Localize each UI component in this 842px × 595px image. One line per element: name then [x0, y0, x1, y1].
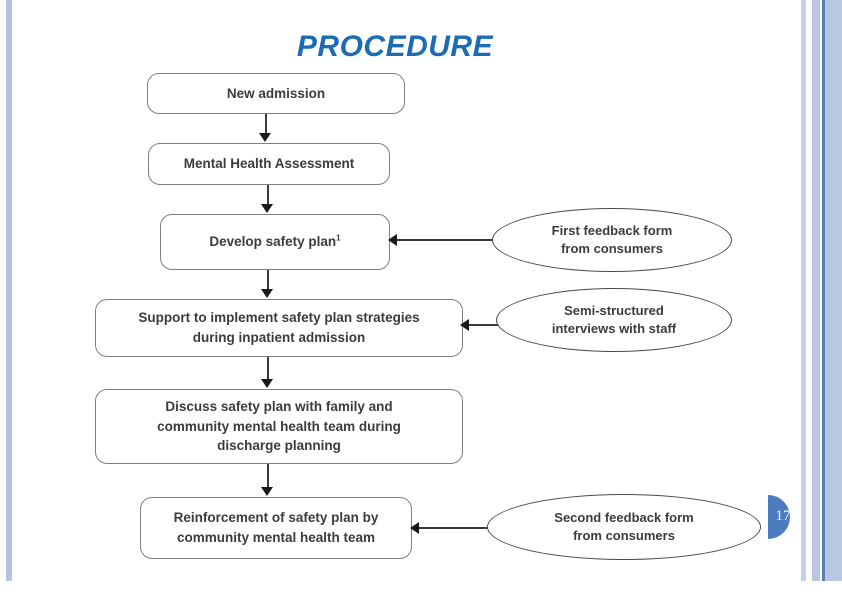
ellipse-label: First feedback form from consumers: [552, 222, 673, 258]
process-box-line-1: Support to implement safety plan strateg…: [138, 310, 420, 326]
process-box-line-1: Discuss safety plan with family and: [165, 399, 393, 415]
right-accent-strip-3: [822, 0, 825, 581]
connector-line-3: [267, 270, 269, 292]
process-box-line-3: discharge planning: [217, 438, 341, 454]
ellipse-line-2: from consumers: [561, 241, 663, 256]
process-box-reinforcement: Reinforcement of safety plan by communit…: [140, 497, 412, 559]
right-accent-strip-2: [812, 0, 820, 581]
connector-arrowhead-5: [261, 487, 273, 496]
process-box-line-1: Reinforcement of safety plan by: [173, 510, 379, 526]
process-box-mental-health-assessment: Mental Health Assessment: [148, 143, 390, 185]
left-accent-strip: [6, 0, 12, 581]
ellipse-line-2: interviews with staff: [551, 321, 677, 336]
connector-arrowhead-3: [261, 289, 273, 298]
connector-arrowhead-4: [261, 379, 273, 388]
connector-line-interviews: [468, 324, 498, 326]
ellipse-semi-structured-interviews: Semi-structured interviews with staff: [496, 288, 732, 352]
process-box-label: Develop safety plan1: [209, 232, 340, 252]
connector-line-feedback2: [418, 527, 490, 529]
process-box-develop-safety-plan: Develop safety plan1: [160, 214, 390, 270]
process-box-label: Mental Health Assessment: [183, 156, 355, 172]
page-number-badge: [768, 495, 790, 539]
process-box-discuss-safety-plan: Discuss safety plan with family and comm…: [95, 389, 463, 464]
connector-arrowhead-feedback1: [388, 234, 397, 246]
connector-line-2: [267, 185, 269, 207]
connector-line-4: [267, 357, 269, 381]
ellipse-line-1: Semi-structured: [564, 302, 664, 318]
process-box-support-implement: Support to implement safety plan strateg…: [95, 299, 463, 357]
process-box-line-2: community mental health team during: [157, 418, 401, 434]
process-box-line-2: during inpatient admission: [192, 330, 366, 345]
process-box-label: Support to implement safety plan strateg…: [138, 308, 419, 347]
ellipse-line-2: from consumers: [573, 528, 675, 543]
right-accent-strip-4: [825, 0, 842, 581]
right-accent-strip-1: [801, 0, 806, 581]
connector-line-5: [267, 464, 269, 489]
connector-line-1: [265, 114, 267, 136]
process-box-label: Reinforcement of safety plan by communit…: [174, 508, 379, 547]
footnote-superscript: 1: [336, 233, 341, 243]
ellipse-second-feedback-form: Second feedback form from consumers: [487, 494, 761, 560]
ellipse-line-1: First feedback form: [551, 222, 673, 238]
ellipse-label: Second feedback form from consumers: [554, 509, 693, 545]
connector-arrowhead-feedback2: [410, 522, 419, 534]
page-title: PROCEDURE: [296, 30, 494, 63]
connector-line-feedback1: [396, 239, 494, 241]
connector-arrowhead-1: [259, 133, 271, 142]
ellipse-label: Semi-structured interviews with staff: [552, 302, 676, 338]
connector-arrowhead-interviews: [460, 319, 469, 331]
process-box-new-admission: New admission: [147, 73, 405, 114]
process-box-line-2: community mental health team: [176, 530, 376, 545]
ellipse-first-feedback-form: First feedback form from consumers: [492, 208, 732, 272]
process-box-text: Develop safety plan: [209, 234, 337, 250]
ellipse-line-1: Second feedback form: [554, 509, 694, 525]
connector-arrowhead-2: [261, 204, 273, 213]
page-number: 17: [775, 508, 791, 524]
process-box-label: Discuss safety plan with family and comm…: [157, 397, 401, 456]
process-box-label: New admission: [226, 85, 326, 101]
